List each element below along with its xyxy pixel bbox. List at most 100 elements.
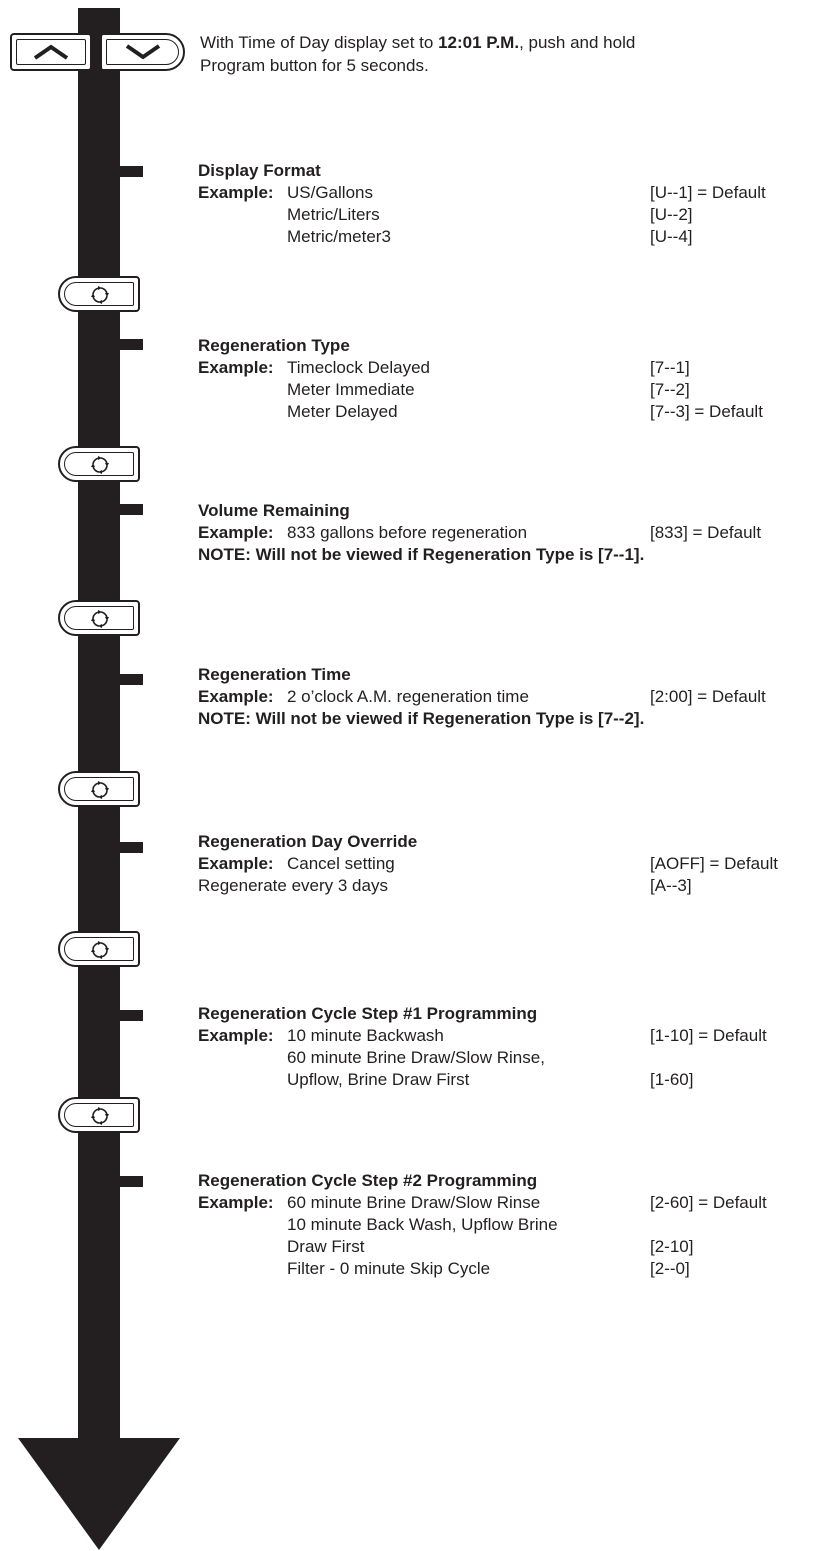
option-text: Regenerate every 3 days [198,876,388,895]
option-code: [2-60] = Default [650,1193,767,1212]
option-row: Draw First [2-10] [198,1236,818,1258]
program-button[interactable] [58,276,140,312]
chevron-up-icon [33,44,69,60]
option-text: Draw First [287,1237,365,1256]
recycle-arrows-icon [91,286,109,304]
option-code: [7--2] [650,380,690,399]
cycle-step-2-section: Regeneration Cycle Step #2 Programming E… [198,1170,818,1280]
step-tick [103,339,143,350]
option-code: [7--1] [650,358,690,377]
option-code: [U--4] [650,227,693,246]
program-button[interactable] [58,600,140,636]
option-code: [1-60] [650,1070,694,1089]
section-note: NOTE: Will not be viewed if Regeneration… [198,545,645,564]
option-row: Meter Immediate [7--2] [198,379,818,401]
option-text: Meter Delayed [287,402,398,421]
option-row: Metric/Liters [U--2] [198,204,818,226]
section-title: Regeneration Cycle Step #1 Programming [198,1004,538,1023]
option-text: 10 minute Back Wash, Upflow Brine [287,1215,558,1234]
example-label: Example: [198,183,274,202]
option-row: Example: US/Gallons [U--1] = Default [198,182,818,204]
option-text: Cancel setting [287,854,395,873]
section-title: Regeneration Cycle Step #2 Programming [198,1171,538,1190]
step-tick [103,166,143,177]
step-tick [103,504,143,515]
display-format-section: Display Format Example: US/Gallons [U--1… [198,160,818,248]
option-row: Meter Delayed [7--3] = Default [198,401,818,423]
option-code: [2--0] [650,1259,690,1278]
option-text: Timeclock Delayed [287,358,430,377]
option-text: Metric/Liters [287,205,380,224]
section-title: Display Format [198,161,321,180]
option-code: [833] = Default [650,523,762,542]
cycle-step-1-section: Regeneration Cycle Step #1 Programming E… [198,1003,818,1091]
step-tick [103,842,143,853]
option-text: Metric/meter3 [287,227,391,246]
option-row: Example: Timeclock Delayed [7--1] [198,357,818,379]
intro-instruction: With Time of Day display set to 12:01 P.… [200,31,760,77]
option-code: [2:00] = Default [650,687,766,706]
recycle-arrows-icon [91,610,109,628]
option-text: US/Gallons [287,183,373,202]
example-label: Example: [198,687,274,706]
option-code: [U--2] [650,205,693,224]
example-label: Example: [198,358,274,377]
option-text: 833 gallons before regeneration [287,523,528,542]
intro-pre: With Time of Day display set to [200,33,439,52]
regeneration-time-section: Regeneration Time Example: 2 o’clock A.M… [198,664,818,730]
step-tick [103,1010,143,1021]
option-row: Example: Cancel setting [AOFF] = Default [198,853,818,875]
regeneration-type-section: Regeneration Type Example: Timeclock Del… [198,335,818,423]
section-title: Regeneration Time [198,665,351,684]
flow-arrowhead [18,1438,180,1550]
option-code: [7--3] = Default [650,402,763,421]
regeneration-day-override-section: Regeneration Day Override Example: Cance… [198,831,818,897]
program-button[interactable] [58,771,140,807]
program-button[interactable] [58,931,140,967]
option-row: Regenerate every 3 days [A--3] [198,875,818,897]
step-tick [103,674,143,685]
section-title: Regeneration Type [198,336,350,355]
option-code: [U--1] = Default [650,183,766,202]
option-row: 60 minute Brine Draw/Slow Rinse, [198,1047,818,1069]
example-label: Example: [198,1026,274,1045]
intro-time: 12:01 P.M. [438,33,520,52]
section-title: Regeneration Day Override [198,832,418,851]
option-row: Example: 833 gallons before regeneration… [198,522,818,544]
step-tick [103,1176,143,1187]
recycle-arrows-icon [91,456,109,474]
option-text: 60 minute Brine Draw/Slow Rinse [287,1193,541,1212]
recycle-arrows-icon [91,781,109,799]
option-row: 10 minute Back Wash, Upflow Brine [198,1214,818,1236]
section-title: Volume Remaining [198,501,350,520]
intro-line2: Program button for 5 seconds. [200,56,429,75]
option-row: Example: 10 minute Backwash [1-10] = Def… [198,1025,818,1047]
section-note: NOTE: Will not be viewed if Regeneration… [198,709,645,728]
option-text: Filter - 0 minute Skip Cycle [287,1259,491,1278]
option-code: [2-10] [650,1237,694,1256]
example-label: Example: [198,1193,274,1212]
option-row: Example: 60 minute Brine Draw/Slow Rinse… [198,1192,818,1214]
program-button[interactable] [58,446,140,482]
option-text: 60 minute Brine Draw/Slow Rinse, [287,1048,545,1067]
option-row: Metric/meter3 [U--4] [198,226,818,248]
down-button[interactable] [100,33,185,71]
example-label: Example: [198,854,274,873]
up-button[interactable] [10,33,92,71]
option-row: Example: 2 o’clock A.M. regeneration tim… [198,686,818,708]
recycle-arrows-icon [91,1107,109,1125]
option-text: Meter Immediate [287,380,415,399]
option-code: [A--3] [650,876,692,895]
chevron-down-icon [125,44,160,60]
recycle-arrows-icon [91,941,109,959]
program-button[interactable] [58,1097,140,1133]
option-code: [1-10] = Default [650,1026,767,1045]
example-label: Example: [198,523,274,542]
option-row: Filter - 0 minute Skip Cycle [2--0] [198,1258,818,1280]
flow-spine [78,8,120,1438]
option-text: Upflow, Brine Draw First [287,1070,470,1089]
volume-remaining-section: Volume Remaining Example: 833 gallons be… [198,500,818,566]
option-row: Upflow, Brine Draw First [1-60] [198,1069,818,1091]
option-text: 10 minute Backwash [287,1026,444,1045]
intro-post: , push and hold [519,33,636,52]
